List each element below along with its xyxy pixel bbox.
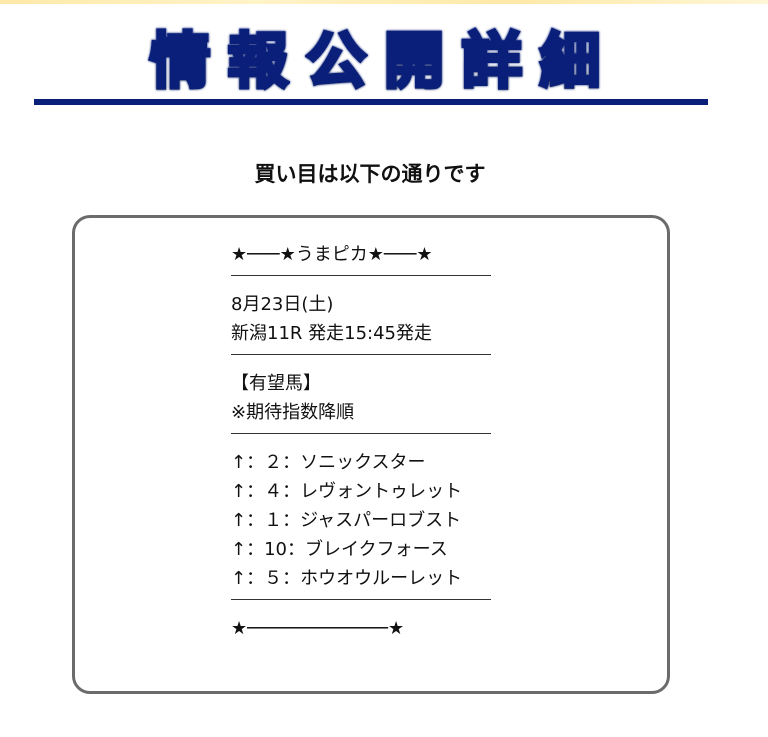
title-line: ★───★うまピカ★───★ bbox=[231, 244, 433, 265]
separator bbox=[231, 433, 491, 434]
page-logo-info-detail: 情 報 公 開 詳 細 bbox=[148, 24, 602, 100]
logo-char: 公 bbox=[304, 25, 368, 99]
page-subtitle: 買い目は以下の通りです bbox=[254, 162, 486, 186]
horse-item: ↑：２：ソニックスター bbox=[231, 452, 426, 473]
section-note: ※期待指数降順 bbox=[231, 402, 355, 423]
horse-item: ↑：10：ブレイクフォース bbox=[231, 539, 448, 560]
section-title: 【有望馬】 bbox=[231, 373, 321, 394]
race-date: 8月23日(土) bbox=[231, 294, 334, 315]
logo-char: 細 bbox=[538, 25, 602, 99]
horse-item: ↑：１：ジャスパーロブスト bbox=[231, 510, 462, 531]
logo-char: 報 bbox=[226, 25, 290, 99]
separator bbox=[231, 599, 491, 600]
separator bbox=[231, 275, 491, 276]
top-decor-strip bbox=[0, 0, 768, 4]
header-divider bbox=[34, 99, 708, 105]
picks-box bbox=[72, 215, 670, 694]
picks-content: ★───★うまピカ★───★ 8月23日(土) 新潟11R 発走15:45発走 … bbox=[231, 240, 521, 643]
footer-line: ★─────────────★ bbox=[231, 618, 405, 639]
separator bbox=[231, 354, 491, 355]
logo-char: 開 bbox=[382, 25, 446, 99]
horse-item: ↑：５：ホウオウルーレット bbox=[231, 568, 463, 589]
race-info: 新潟11R 発走15:45発走 bbox=[231, 323, 433, 344]
horse-item: ↑：４：レヴォントゥレット bbox=[231, 481, 463, 502]
logo-char: 情 bbox=[148, 25, 212, 99]
logo-char: 詳 bbox=[460, 25, 524, 99]
